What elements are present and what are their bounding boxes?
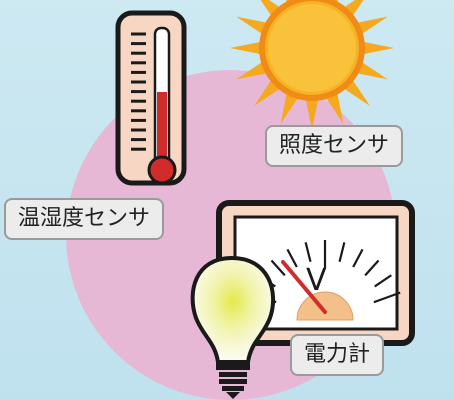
- label-temp-humidity-sensor: 温湿度センサ: [4, 198, 165, 240]
- light-bulb-icon: [190, 255, 276, 399]
- sun-icon: [230, 0, 394, 130]
- sun-ray: [230, 40, 267, 56]
- meter-tick: [270, 259, 286, 277]
- meter-tick: [352, 248, 364, 268]
- meter-tick: [364, 259, 380, 277]
- meter-tick: [286, 248, 298, 268]
- sun-ray: [304, 93, 320, 130]
- label-power-meter: 電力計: [290, 334, 385, 376]
- meter-tick: [338, 242, 346, 263]
- meter-unit-symbol: V: [306, 263, 327, 298]
- meter-tick: [374, 274, 392, 288]
- meter-tick: [304, 242, 312, 263]
- sun-ray: [357, 40, 394, 56]
- meter-tick: [373, 291, 401, 304]
- label-illuminance-sensor: 照度センサ: [265, 125, 404, 167]
- thermometer-icon: [115, 10, 187, 186]
